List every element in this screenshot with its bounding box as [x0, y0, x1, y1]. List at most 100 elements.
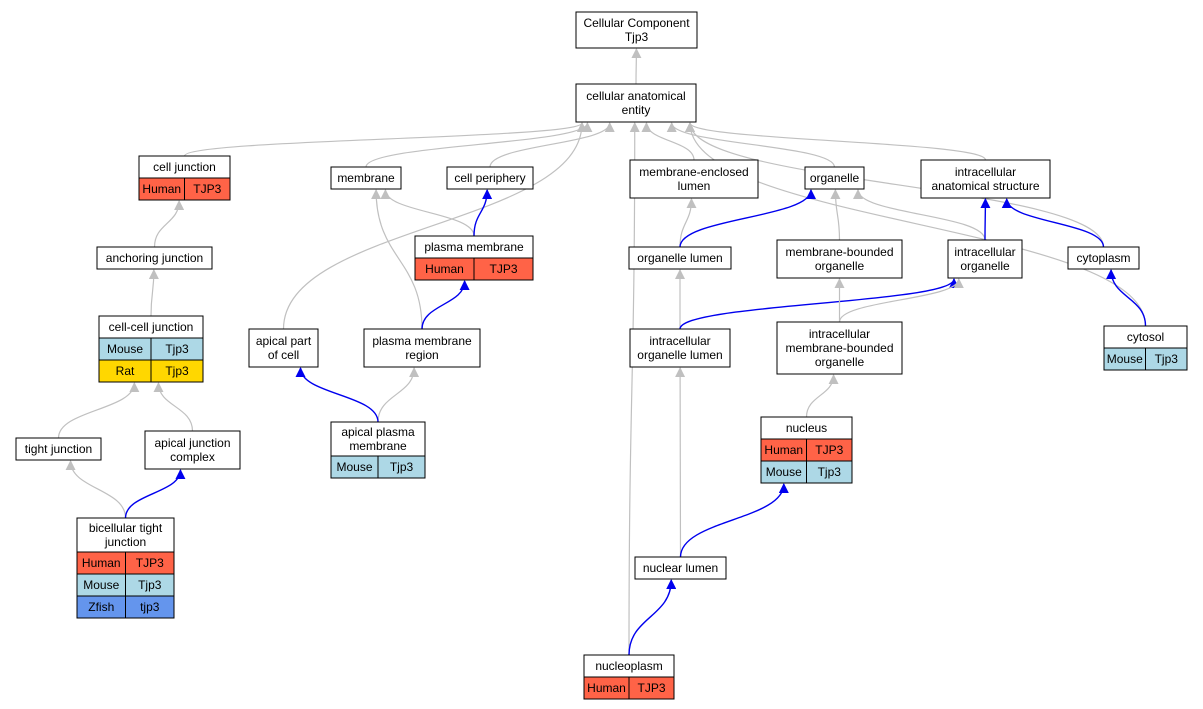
node-label-line: cellular anatomical: [586, 89, 685, 103]
edge-tj-to-ccj: [57, 382, 140, 439]
node-ol[interactable]: organelle lumen: [628, 246, 732, 270]
edge-cyto-to-cae: [685, 122, 1105, 248]
species-label: Human: [142, 182, 181, 196]
edge-pm-to-mem: [380, 189, 475, 237]
node-label-line: cell periphery: [454, 171, 525, 185]
node-label-box: [634, 556, 727, 580]
node-label-box: [96, 246, 213, 270]
node-label-line: anchoring junction: [106, 251, 203, 265]
gene-cell: [184, 177, 231, 201]
edge-cyto-to-ias: [1001, 198, 1105, 248]
node-label-line: organelle lumen: [637, 251, 722, 265]
species-label: Mouse: [766, 465, 802, 479]
node-label-line: bicellular tight: [89, 521, 163, 535]
node-label-box: [629, 159, 759, 199]
gene-symbol: TJP3: [489, 262, 517, 276]
node-label-box: [76, 517, 175, 553]
gene-symbol: TJP3: [815, 443, 843, 457]
node-label-line: organelle: [815, 355, 865, 369]
node-label-line: cell junction: [153, 160, 216, 174]
node-mem[interactable]: membrane: [330, 166, 402, 190]
edge-nuc-to-imbo: [805, 374, 839, 418]
species-label: Mouse: [83, 578, 119, 592]
node-label-box: [947, 239, 1023, 279]
gene-symbol: Tjp3: [138, 578, 162, 592]
species-label: Mouse: [1107, 352, 1143, 366]
edge-imbo-to-io: [838, 278, 964, 323]
species-label: Zfish: [88, 600, 114, 614]
node-label-box: [776, 321, 903, 375]
gene-cell: [628, 676, 675, 700]
node-aj[interactable]: anchoring junction: [96, 246, 213, 270]
species-label: Mouse: [107, 342, 143, 356]
species-label: Mouse: [336, 460, 372, 474]
node-tj[interactable]: tight junction: [15, 437, 102, 461]
node-label-box: [1067, 246, 1140, 270]
species-label: Human: [764, 443, 803, 457]
edge-apm-to-apc: [295, 367, 379, 423]
node-label-box: [575, 83, 697, 123]
gene-symbol: Tjp3: [1155, 352, 1179, 366]
node-label-line: Cellular Component: [583, 16, 690, 30]
node-label-box: [248, 328, 319, 368]
node-cyto[interactable]: cytoplasm: [1067, 246, 1140, 270]
edge-cp-to-cae: [489, 122, 615, 168]
node-label-box: [920, 159, 1051, 199]
node-label-line: lumen: [678, 179, 711, 193]
species-label: Rat: [116, 364, 135, 378]
species-label: Human: [82, 556, 121, 570]
gene-symbol: Tjp3: [165, 364, 189, 378]
node-label-box: [15, 437, 102, 461]
node-label-line: junction: [104, 535, 146, 549]
species-label: Human: [587, 681, 626, 695]
node-label-line: membrane: [349, 439, 407, 453]
gene-symbol: TJP3: [637, 681, 665, 695]
edge-btj-to-ajc: [124, 469, 186, 519]
node-cp[interactable]: cell periphery: [446, 166, 534, 190]
node-label-box: [629, 328, 731, 368]
node-label-line: membrane-bounded: [785, 245, 893, 259]
node-label-line: tight junction: [25, 442, 92, 456]
gene-symbol: Tjp3: [165, 342, 189, 356]
gene-cell: [125, 595, 175, 619]
gene-symbol: Tjp3: [390, 460, 414, 474]
edge-io-to-org: [853, 189, 986, 241]
node-label-line: nucleus: [786, 421, 827, 435]
edge-iol-to-io: [679, 278, 959, 330]
node-org[interactable]: organelle: [804, 166, 865, 190]
node-label-line: membrane-enclosed: [639, 165, 748, 179]
node-label-box: [628, 246, 732, 270]
edge-cytosol-to-cae: [685, 122, 1147, 327]
gene-cell: [1145, 347, 1188, 371]
node-label-box: [776, 239, 903, 279]
edge-mbo-to-org: [830, 189, 841, 241]
edge-ol-to-mel: [679, 198, 697, 248]
edge-cytosol-to-cyto: [1106, 269, 1147, 327]
node-label-line: complex: [170, 450, 215, 464]
node-label-line: intracellular: [649, 334, 710, 348]
node-label-line: apical plasma: [341, 425, 415, 439]
edge-ol-to-org: [679, 189, 816, 248]
edge-org-to-cae: [666, 122, 836, 168]
node-nl[interactable]: nuclear lumen: [634, 556, 727, 580]
